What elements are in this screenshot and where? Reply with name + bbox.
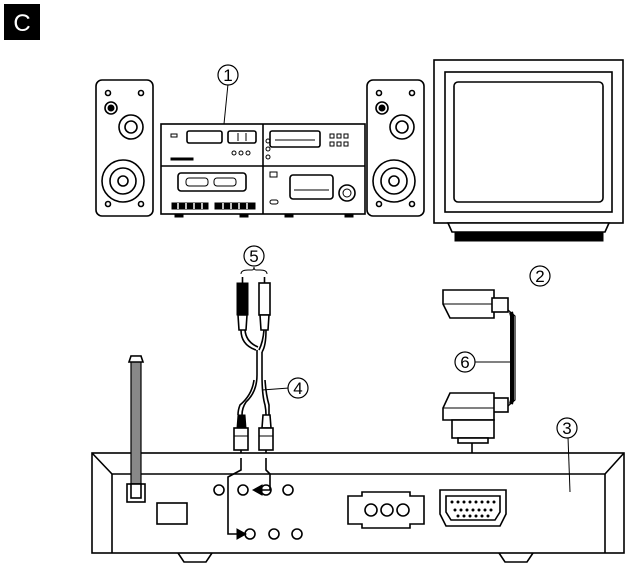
callout-5: 5 [240,245,268,275]
television [433,59,624,242]
callout-3: 3 [556,417,578,493]
scart-socket [439,489,507,527]
section-badge: C [4,4,40,40]
callout-5-label: 5 [249,247,258,266]
hifi-system: 1 [95,64,425,218]
callout-6-label: 6 [460,353,469,372]
section-letter: C [13,10,30,37]
callout-1-label: 1 [223,66,232,85]
left-speaker [95,79,154,217]
antenna [126,355,146,503]
callout-4-label: 4 [293,379,302,398]
audio-cable [237,350,270,416]
3-pin-connector [347,491,425,529]
rca-cable-bottom-plugs [233,414,274,458]
callout-2: 2 [529,265,551,287]
audio-jacks [213,484,303,540]
stereo-unit [160,123,366,218]
receiver-box [91,355,625,563]
callout-4: 4 [261,377,309,399]
callout-2-label: 2 [535,267,544,286]
rca-cable-top-plugs [236,277,271,353]
callout-3-label: 3 [562,419,571,438]
callout-6: 6 [454,351,512,373]
right-speaker [366,79,425,217]
callout-1: 1 [217,64,239,125]
